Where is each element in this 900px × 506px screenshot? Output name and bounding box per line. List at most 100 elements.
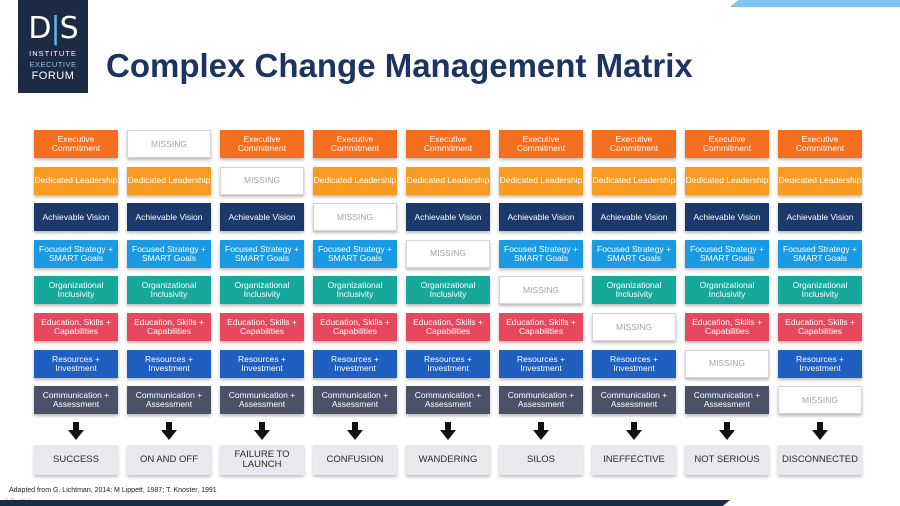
component-cell: Dedicated Leadership — [34, 166, 118, 195]
component-cell: Education, Skills + Capabilities — [220, 313, 304, 341]
source-citation: Adapted from G. Lichtman, 2014; M Lippet… — [9, 487, 217, 494]
component-cell: Communication + Assessment — [406, 386, 490, 415]
component-cell: Education, Skills + Capabilities — [406, 313, 490, 341]
down-arrow-icon — [719, 422, 735, 440]
down-arrow-icon — [347, 422, 363, 440]
slide-title: Complex Change Management Matrix — [106, 47, 693, 84]
component-cell: Focused Strategy + SMART Goals — [778, 239, 862, 268]
component-cell: Communication + Assessment — [34, 386, 118, 415]
outcome-box: ON AND OFF — [127, 445, 211, 475]
missing-cell: MISSING — [220, 166, 304, 195]
component-cell: Dedicated Leadership — [592, 166, 676, 195]
component-cell: Organizational Inclusivity — [220, 276, 304, 305]
component-cell: Focused Strategy + SMART Goals — [220, 239, 304, 268]
component-cell: Focused Strategy + SMART Goals — [499, 239, 583, 268]
down-arrow-icon — [626, 422, 642, 440]
component-cell: Communication + Assessment — [220, 386, 304, 415]
component-cell: Communication + Assessment — [592, 386, 676, 415]
outcome-box: WANDERING — [406, 445, 490, 475]
component-cell: Focused Strategy + SMART Goals — [34, 239, 118, 268]
component-cell: Resources + Investment — [499, 349, 583, 378]
institute-logo: D|S INSTITUTE EXECUTIVE FORUM — [18, 0, 88, 93]
logo-line-institute: INSTITUTE — [29, 49, 77, 58]
component-cell: Resources + Investment — [34, 349, 118, 378]
outcome-box: SILOS — [499, 445, 583, 475]
component-cell: Resources + Investment — [127, 349, 211, 378]
top-accent-bar — [730, 0, 900, 7]
component-cell: Focused Strategy + SMART Goals — [685, 239, 769, 268]
component-cell: Communication + Assessment — [499, 386, 583, 415]
component-cell: Education, Skills + Capabilities — [778, 313, 862, 341]
component-cell: Dedicated Leadership — [406, 166, 490, 195]
component-cell: Education, Skills + Capabilities — [34, 313, 118, 341]
component-cell: Organizational Inclusivity — [313, 276, 397, 305]
missing-cell: MISSING — [685, 349, 769, 378]
component-cell: Executive Commitment — [34, 130, 118, 158]
component-cell: Resources + Investment — [313, 349, 397, 378]
component-cell: Achievable Vision — [34, 203, 118, 232]
component-cell: Executive Commitment — [685, 130, 769, 158]
component-cell: Dedicated Leadership — [499, 166, 583, 195]
outcome-box: INEFFECTIVE — [592, 445, 676, 475]
outcome-box: FAILURE TO LAUNCH — [220, 445, 304, 475]
missing-cell: MISSING — [406, 239, 490, 268]
component-cell: Executive Commitment — [313, 130, 397, 158]
missing-cell: MISSING — [313, 203, 397, 232]
outcome-box: CONFUSION — [313, 445, 397, 475]
component-cell: Communication + Assessment — [127, 386, 211, 415]
down-arrow-icon — [812, 422, 828, 440]
component-cell: Achievable Vision — [778, 203, 862, 232]
component-cell: Achievable Vision — [127, 203, 211, 232]
component-cell: Achievable Vision — [220, 203, 304, 232]
component-cell: Resources + Investment — [778, 349, 862, 378]
missing-cell: MISSING — [592, 313, 676, 341]
component-cell: Dedicated Leadership — [313, 166, 397, 195]
missing-cell: MISSING — [499, 276, 583, 305]
component-cell: Focused Strategy + SMART Goals — [592, 239, 676, 268]
logo-line-forum: FORUM — [31, 70, 75, 82]
component-cell: Organizational Inclusivity — [685, 276, 769, 305]
logo-line-executive: EXECUTIVE — [29, 60, 77, 69]
component-cell: Focused Strategy + SMART Goals — [313, 239, 397, 268]
component-cell: Communication + Assessment — [685, 386, 769, 415]
missing-cell: MISSING — [778, 386, 862, 415]
component-cell: Education, Skills + Capabilities — [127, 313, 211, 341]
component-cell: Dedicated Leadership — [127, 166, 211, 195]
component-cell: Executive Commitment — [220, 130, 304, 158]
component-cell: Education, Skills + Capabilities — [685, 313, 769, 341]
component-cell: Executive Commitment — [499, 130, 583, 158]
component-cell: Focused Strategy + SMART Goals — [127, 239, 211, 268]
component-cell: Resources + Investment — [592, 349, 676, 378]
component-cell: Organizational Inclusivity — [406, 276, 490, 305]
component-cell: Resources + Investment — [406, 349, 490, 378]
down-arrow-icon — [533, 422, 549, 440]
component-cell: Dedicated Leadership — [778, 166, 862, 195]
component-cell: Organizational Inclusivity — [127, 276, 211, 305]
component-cell: Executive Commitment — [406, 130, 490, 158]
down-arrow-icon — [440, 422, 456, 440]
component-cell: Executive Commitment — [778, 130, 862, 158]
outcome-box: DISCONNECTED — [778, 445, 862, 475]
component-cell: Resources + Investment — [220, 349, 304, 378]
missing-cell: MISSING — [127, 130, 211, 158]
logo-mark: D|S — [28, 11, 78, 46]
component-cell: Executive Commitment — [592, 130, 676, 158]
bottom-accent-bar — [0, 500, 730, 506]
component-cell: Education, Skills + Capabilities — [313, 313, 397, 341]
down-arrow-icon — [68, 422, 84, 440]
component-cell: Achievable Vision — [499, 203, 583, 232]
component-cell: Organizational Inclusivity — [592, 276, 676, 305]
component-cell: Education, Skills + Capabilities — [499, 313, 583, 341]
component-cell: Achievable Vision — [592, 203, 676, 232]
down-arrow-icon — [254, 422, 270, 440]
component-cell: Communication + Assessment — [313, 386, 397, 415]
component-cell: Achievable Vision — [406, 203, 490, 232]
component-cell: Organizational Inclusivity — [34, 276, 118, 305]
component-cell: Achievable Vision — [685, 203, 769, 232]
outcome-box: NOT SERIOUS — [685, 445, 769, 475]
component-cell: Dedicated Leadership — [685, 166, 769, 195]
down-arrow-icon — [161, 422, 177, 440]
outcome-box: SUCCESS — [34, 445, 118, 475]
component-cell: Organizational Inclusivity — [778, 276, 862, 305]
